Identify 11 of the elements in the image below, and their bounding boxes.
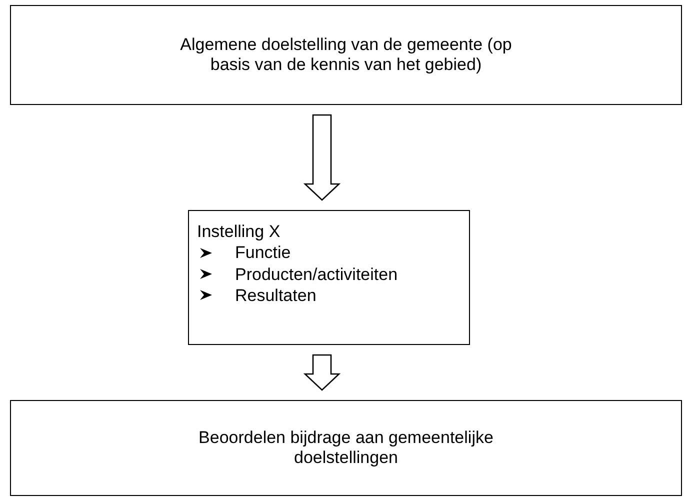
block-arrow — [303, 354, 341, 391]
process-box — [188, 210, 470, 345]
list-item: Resultaten — [235, 284, 316, 306]
process-box — [10, 400, 682, 496]
block-arrow — [303, 114, 341, 201]
box-text: Beoordelen bijdrage aan gemeentelijke doelstellingen — [198, 428, 494, 468]
box-heading: Instelling X — [197, 221, 282, 242]
box-text: Algemene doelstelling van de gemeente (op basis van de kennis van het gebied) — [179, 34, 513, 76]
process-box — [10, 5, 682, 105]
list-item: Producten/activiteiten — [235, 264, 398, 285]
list-item: Functie — [235, 242, 291, 264]
